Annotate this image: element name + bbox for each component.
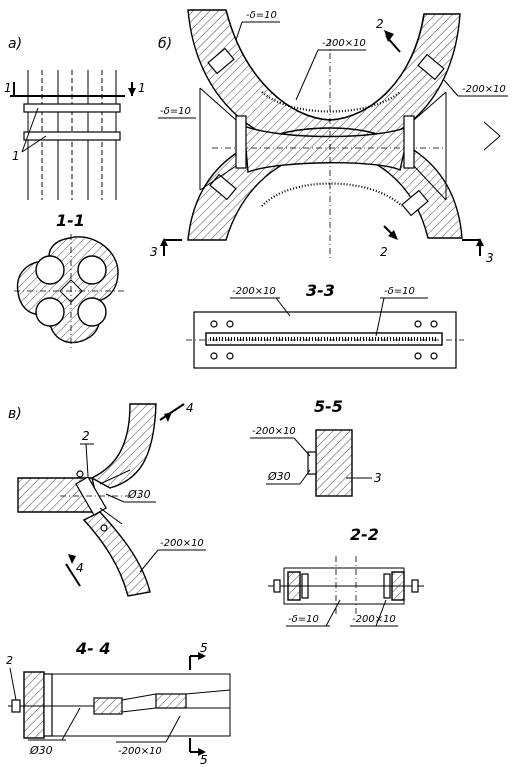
view-a-cut-1-right: 1 — [128, 81, 146, 96]
svg-text:-200×10: -200×10 — [232, 286, 276, 297]
svg-text:2: 2 — [82, 429, 90, 443]
section-1-1-void-bl — [35, 297, 65, 327]
section-2-2-label-delta: -δ=10 — [286, 599, 341, 627]
view-v-bolts — [76, 470, 108, 532]
svg-text:3: 3 — [150, 245, 158, 259]
svg-text:2: 2 — [6, 654, 13, 667]
section-5-5-concrete — [315, 429, 353, 497]
section-4-4-cut-5-bottom: 5 — [189, 738, 208, 767]
svg-text:1: 1 — [138, 81, 146, 95]
view-v-label-d30: Ø30 — [105, 488, 156, 503]
svg-text:-200×10: -200×10 — [252, 426, 296, 437]
section-4-4-cut-5-top: 5 — [189, 641, 208, 670]
view-b-left-plate — [235, 115, 247, 169]
view-b-cut-3-left: 3 — [150, 238, 182, 259]
svg-text:-δ=10: -δ=10 — [246, 10, 277, 21]
view-b-label-delta-top: -δ=10 — [235, 10, 280, 41]
section-5-5: 5-5 -200×10 Ø30 3 — [250, 397, 382, 497]
svg-text:3: 3 — [486, 251, 494, 265]
view-a-column — [10, 70, 125, 200]
view-b-label-200x10-right: -200×10 — [443, 79, 508, 97]
svg-text:-200×10: -200×10 — [118, 746, 162, 757]
section-3-3-label-200x10: -200×10 — [230, 286, 291, 317]
view-v-cut-4-bottom: 4 — [65, 554, 84, 587]
view-v: в) 2 Ø30 -200×10 — [8, 401, 206, 597]
section-4-4-label-d30: Ø30 — [28, 707, 81, 757]
view-v-cut-4-top: 4 — [159, 401, 194, 422]
view-v-label: в) — [8, 406, 22, 422]
svg-text:1: 1 — [12, 149, 20, 163]
section-2-2: 2-2 -δ=10 -200×10 — [268, 525, 424, 627]
svg-text:5: 5 — [200, 641, 208, 655]
view-b: б) -δ=10 — [150, 9, 508, 265]
svg-text:-δ=10: -δ=10 — [288, 614, 319, 625]
svg-text:-200×10: -200×10 — [462, 84, 506, 95]
svg-text:-δ=10: -δ=10 — [384, 286, 415, 297]
svg-text:4: 4 — [186, 401, 194, 415]
svg-text:2: 2 — [380, 245, 388, 259]
svg-text:-200×10: -200×10 — [352, 614, 396, 625]
section-2-2-title: 2-2 — [350, 525, 379, 544]
view-b-label-200x10-top: -200×10 — [295, 38, 366, 101]
svg-text:2: 2 — [376, 17, 384, 31]
svg-text:Ø30: Ø30 — [29, 744, 53, 757]
view-b-label-delta-left: -δ=10 — [158, 106, 196, 119]
section-3-3: 3-3 -200×10 -δ=10 — [186, 281, 464, 369]
view-a-item-1-callout: 1 — [12, 107, 47, 163]
section-1-1-void-br — [77, 297, 107, 327]
section-3-3-title: 3-3 — [306, 281, 335, 300]
section-1-1-void-tl — [35, 255, 65, 285]
section-2-2-nuts — [273, 579, 419, 593]
section-5-5-item-3: 3 — [346, 471, 382, 485]
section-4-4-concrete — [23, 671, 45, 739]
view-b-cut-2-bottom: 2 — [380, 225, 398, 259]
section-3-3-bolts — [210, 320, 438, 360]
view-a-label: а) — [8, 36, 22, 52]
section-4-4: 4- 4 2 Ø30 -200×10 5 — [6, 639, 231, 767]
svg-text:Ø30: Ø30 — [127, 488, 151, 501]
view-b-cut-2-top: 2 — [376, 17, 401, 53]
section-1-1-title: 1-1 — [56, 211, 85, 230]
section-4-4-item-2: 2 — [6, 654, 17, 701]
svg-text:5: 5 — [200, 753, 208, 767]
section-5-5-plate — [307, 451, 317, 475]
section-5-5-title: 5-5 — [314, 397, 343, 416]
view-b-right-plate — [403, 115, 415, 169]
section-5-5-label-200x10: -200×10 — [250, 426, 311, 457]
svg-text:-200×10: -200×10 — [160, 538, 204, 549]
view-a-cut-1-left: 1 — [4, 81, 15, 96]
svg-text:-200×10: -200×10 — [322, 38, 366, 49]
svg-text:-δ=10: -δ=10 — [160, 106, 191, 117]
section-4-4-title: 4- 4 — [75, 639, 110, 658]
view-b-cut-3-right: 3 — [462, 238, 494, 265]
view-v-item-2: 2 — [80, 429, 94, 477]
view-a: а) 1 1 1 — [4, 36, 146, 200]
section-2-2-label-200x10: -200×10 — [350, 599, 398, 627]
view-b-label: б) — [158, 36, 172, 52]
view-v-label-200x10: -200×10 — [139, 538, 206, 573]
svg-text:4: 4 — [76, 561, 84, 575]
section-1-1-void-tr — [77, 255, 107, 285]
svg-text:Ø30: Ø30 — [267, 470, 291, 483]
svg-text:3: 3 — [374, 471, 382, 485]
section-5-5-label-d30: Ø30 — [266, 469, 311, 485]
section-3-3-label-delta: -δ=10 — [375, 286, 428, 337]
section-4-4-label-200x10: -200×10 — [116, 715, 181, 757]
svg-text:1: 1 — [4, 81, 12, 95]
section-1-1: 1-1 — [14, 211, 126, 348]
